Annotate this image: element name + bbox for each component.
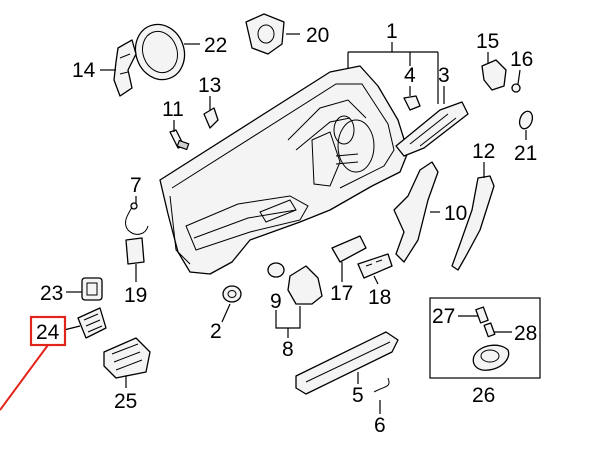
callout-28: 28 [514, 322, 537, 345]
part-16 [511, 83, 521, 93]
trim-strip-part-12 [451, 175, 495, 271]
bracket-part-14 [113, 39, 137, 97]
callout-10: 10 [444, 202, 467, 225]
callout-23: 23 [40, 282, 63, 305]
callout-19: 19 [124, 284, 147, 307]
callout-14: 14 [72, 59, 96, 82]
callout-11: 11 [162, 98, 184, 121]
callout-9: 9 [270, 290, 282, 313]
callout-17: 17 [330, 282, 353, 305]
armrest-part-10 [393, 161, 439, 263]
callout-1: 1 [386, 20, 398, 43]
part-8-cover [287, 265, 323, 305]
door-panel-part [159, 65, 409, 275]
callout-8: 8 [282, 338, 294, 361]
inset-box-26 [429, 297, 541, 379]
callout-16: 16 [510, 48, 533, 71]
callout-7: 7 [130, 174, 142, 197]
callout-13: 13 [198, 74, 221, 97]
callout-26: 26 [472, 384, 495, 407]
highlight-arrow [0, 344, 49, 411]
callout-5: 5 [352, 384, 364, 407]
switch-frame-part-24 [77, 307, 107, 339]
callout-21: 21 [514, 142, 537, 165]
callout-22: 22 [204, 34, 227, 57]
callout-4: 4 [404, 64, 416, 87]
cable-part-7 [125, 202, 149, 235]
grommet-part-2 [222, 285, 242, 303]
clip-part-6 [373, 377, 390, 393]
clip-part-4 [403, 95, 421, 111]
window-trim-part-3 [395, 101, 469, 157]
callout-15: 15 [476, 30, 499, 53]
callout-27: 27 [432, 305, 455, 328]
callout-18: 18 [368, 286, 391, 309]
callout-3: 3 [438, 64, 450, 87]
screw-part-11 [169, 129, 190, 151]
speaker-ring-part-22 [134, 23, 186, 81]
part-17 [331, 235, 367, 263]
part-15 [481, 59, 507, 91]
part-21 [518, 110, 534, 130]
sill-part-5 [295, 331, 399, 395]
tweeter-cover-part-20 [245, 13, 285, 55]
leader-lines [63, 33, 527, 414]
callout-24: 24 [36, 321, 60, 344]
callout-2: 2 [210, 320, 222, 343]
switch-part-23 [81, 277, 103, 301]
callout-12: 12 [472, 140, 495, 163]
switch-housing-part-25 [103, 337, 151, 379]
part-9 [267, 262, 285, 278]
part-18 [357, 253, 393, 279]
callout-20: 20 [306, 24, 329, 47]
plate-part-19 [125, 237, 145, 265]
clip-part-13 [203, 107, 219, 129]
callout-6: 6 [374, 414, 386, 437]
callout-25: 25 [114, 390, 137, 413]
